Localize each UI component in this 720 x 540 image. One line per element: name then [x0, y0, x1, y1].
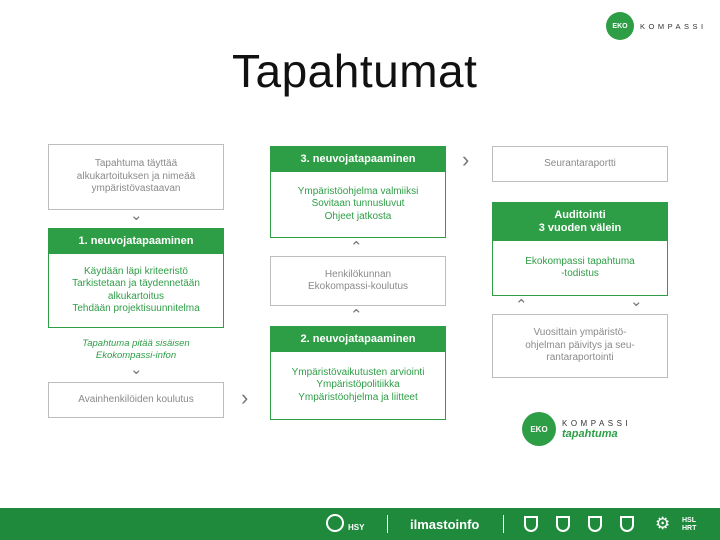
step-yearly-update: Vuosittain ympäristö- ohjelman päivitys … — [492, 314, 668, 378]
ekokompassi-logo: EKO KOMPASSI — [606, 12, 707, 40]
text-line: Avainhenkilöiden koulutus — [78, 393, 194, 405]
footer-divider — [387, 515, 388, 533]
logo-word: KOMPASSI — [562, 418, 632, 428]
text-line: alkukartoitus — [107, 290, 165, 302]
gear-icon: ⚙ — [655, 514, 671, 533]
step-follow-up-report: Seurantaraportti — [492, 146, 668, 182]
logo-sub: tapahtuma — [562, 427, 618, 440]
ilmastoinfo-logo: ilmastoinfo — [410, 517, 480, 532]
step-staff-training: Henkilökunnan Ekokompassi-koulutus — [270, 256, 446, 306]
text-line: -todistus — [561, 268, 599, 279]
ekokompassi-tapahtuma-logo: EKO KOMPASSI tapahtuma — [522, 412, 631, 446]
text-line: alkukartoituksen ja nimeää — [76, 170, 196, 182]
hsl-logo: HSL HRT — [682, 517, 697, 532]
city-crest-icon — [620, 516, 634, 532]
text-line: Tapahtuma pitää sisäisen — [82, 338, 190, 349]
step-second-advisor-meeting: 2. neuvojatapaaminen Ympäristövaikutuste… — [270, 326, 446, 420]
footer-divider — [503, 515, 504, 533]
text-line: 3 vuoden välein — [538, 222, 622, 234]
step-header: 1. neuvojatapaaminen — [49, 229, 223, 254]
step-body: Ekokompassi tapahtuma -todistus — [493, 241, 667, 295]
hsy-logo — [326, 514, 344, 532]
text-line: Ohjeet jatkosta — [324, 210, 392, 222]
text-line: Ekokompassi tapahtuma — [525, 255, 635, 267]
step-body: Ympäristöohjelma valmiiksi Sovitaan tunn… — [271, 172, 445, 237]
text-line: Vuosittain ympäristö- — [533, 327, 627, 339]
step-header: 2. neuvojatapaaminen — [271, 327, 445, 352]
step-event-initial-survey: Tapahtuma täyttää alkukartoituksen ja ni… — [48, 144, 224, 210]
text-line: Tehdään projektisuunnitelma — [72, 303, 200, 314]
text-line: Käydään läpi kriteeristö — [84, 265, 188, 277]
arrow-right-icon: › — [462, 147, 470, 172]
step-header: 3. neuvojatapaaminen — [271, 147, 445, 172]
logo-word: KOMPASSI — [640, 21, 707, 31]
arrow-down-icon: ⌄ — [630, 293, 643, 310]
step-audit: Auditointi 3 vuoden välein Ekokompassi t… — [492, 202, 668, 296]
logo-circle: EKO — [606, 12, 634, 40]
logo-text: KOMPASSI tapahtuma — [562, 419, 631, 440]
text-line: ohjelman päivitys ja seu- — [525, 339, 635, 351]
step-body: Käydään läpi kriteeristö Tarkistetaan ja… — [49, 254, 223, 327]
text-line: Sovitaan tunnusluvut — [311, 198, 405, 210]
text-line: Henkilökunnan — [324, 268, 392, 280]
text-line: rantaraportointi — [546, 352, 614, 364]
text-line: Ympäristöohjelma valmiiksi — [297, 185, 419, 197]
step-third-advisor-meeting: 3. neuvojatapaaminen Ympäristöohjelma va… — [270, 146, 446, 238]
step-body: Ympäristövaikutusten arviointi Ympäristö… — [271, 352, 445, 419]
arrow-up-icon: ⌃ — [350, 307, 363, 324]
text-line: Ekokompassi-infon — [95, 349, 177, 361]
page-title: Tapahtumat — [232, 45, 478, 97]
hsy-label: HSY — [348, 523, 365, 532]
city-crest-icon — [524, 516, 538, 532]
text-line: Ympäristöpolitiikka — [316, 379, 400, 391]
arrow-up-icon: ⌃ — [515, 297, 528, 314]
city-crest-icon — [588, 516, 602, 532]
arrow-right-icon: › — [241, 385, 249, 410]
footer-bar: HSY ilmastoinfo ⚙ HSL HRT — [0, 508, 720, 540]
text-line: Auditointi — [554, 209, 606, 221]
text-line: Seurantaraportti — [544, 157, 616, 169]
info-note: Tapahtuma pitää sisäisen Ekokompassi-inf… — [48, 338, 224, 361]
text-line: Tarkistetaan ja täydennetään — [72, 278, 200, 289]
text-line: Ympäristöohjelma ja liitteet — [298, 391, 418, 403]
city-crest-icon — [556, 516, 570, 532]
arrow-down-icon: ⌄ — [130, 361, 143, 378]
logo-circle: EKO — [522, 412, 556, 446]
text-line: Ekokompassi-koulutus — [307, 281, 409, 292]
step-header: Auditointi 3 vuoden välein — [493, 203, 667, 241]
arrow-down-icon: ⌄ — [130, 207, 143, 224]
step-key-personnel-training: Avainhenkilöiden koulutus — [48, 382, 224, 418]
step-first-advisor-meeting: 1. neuvojatapaaminen Käydään läpi kritee… — [48, 228, 224, 328]
arrow-up-icon: ⌃ — [350, 239, 363, 256]
text-line: ympäristövastaavan — [91, 183, 181, 195]
text-line: Tapahtuma täyttää — [94, 158, 178, 170]
text-line: Ympäristövaikutusten arviointi — [291, 366, 425, 378]
